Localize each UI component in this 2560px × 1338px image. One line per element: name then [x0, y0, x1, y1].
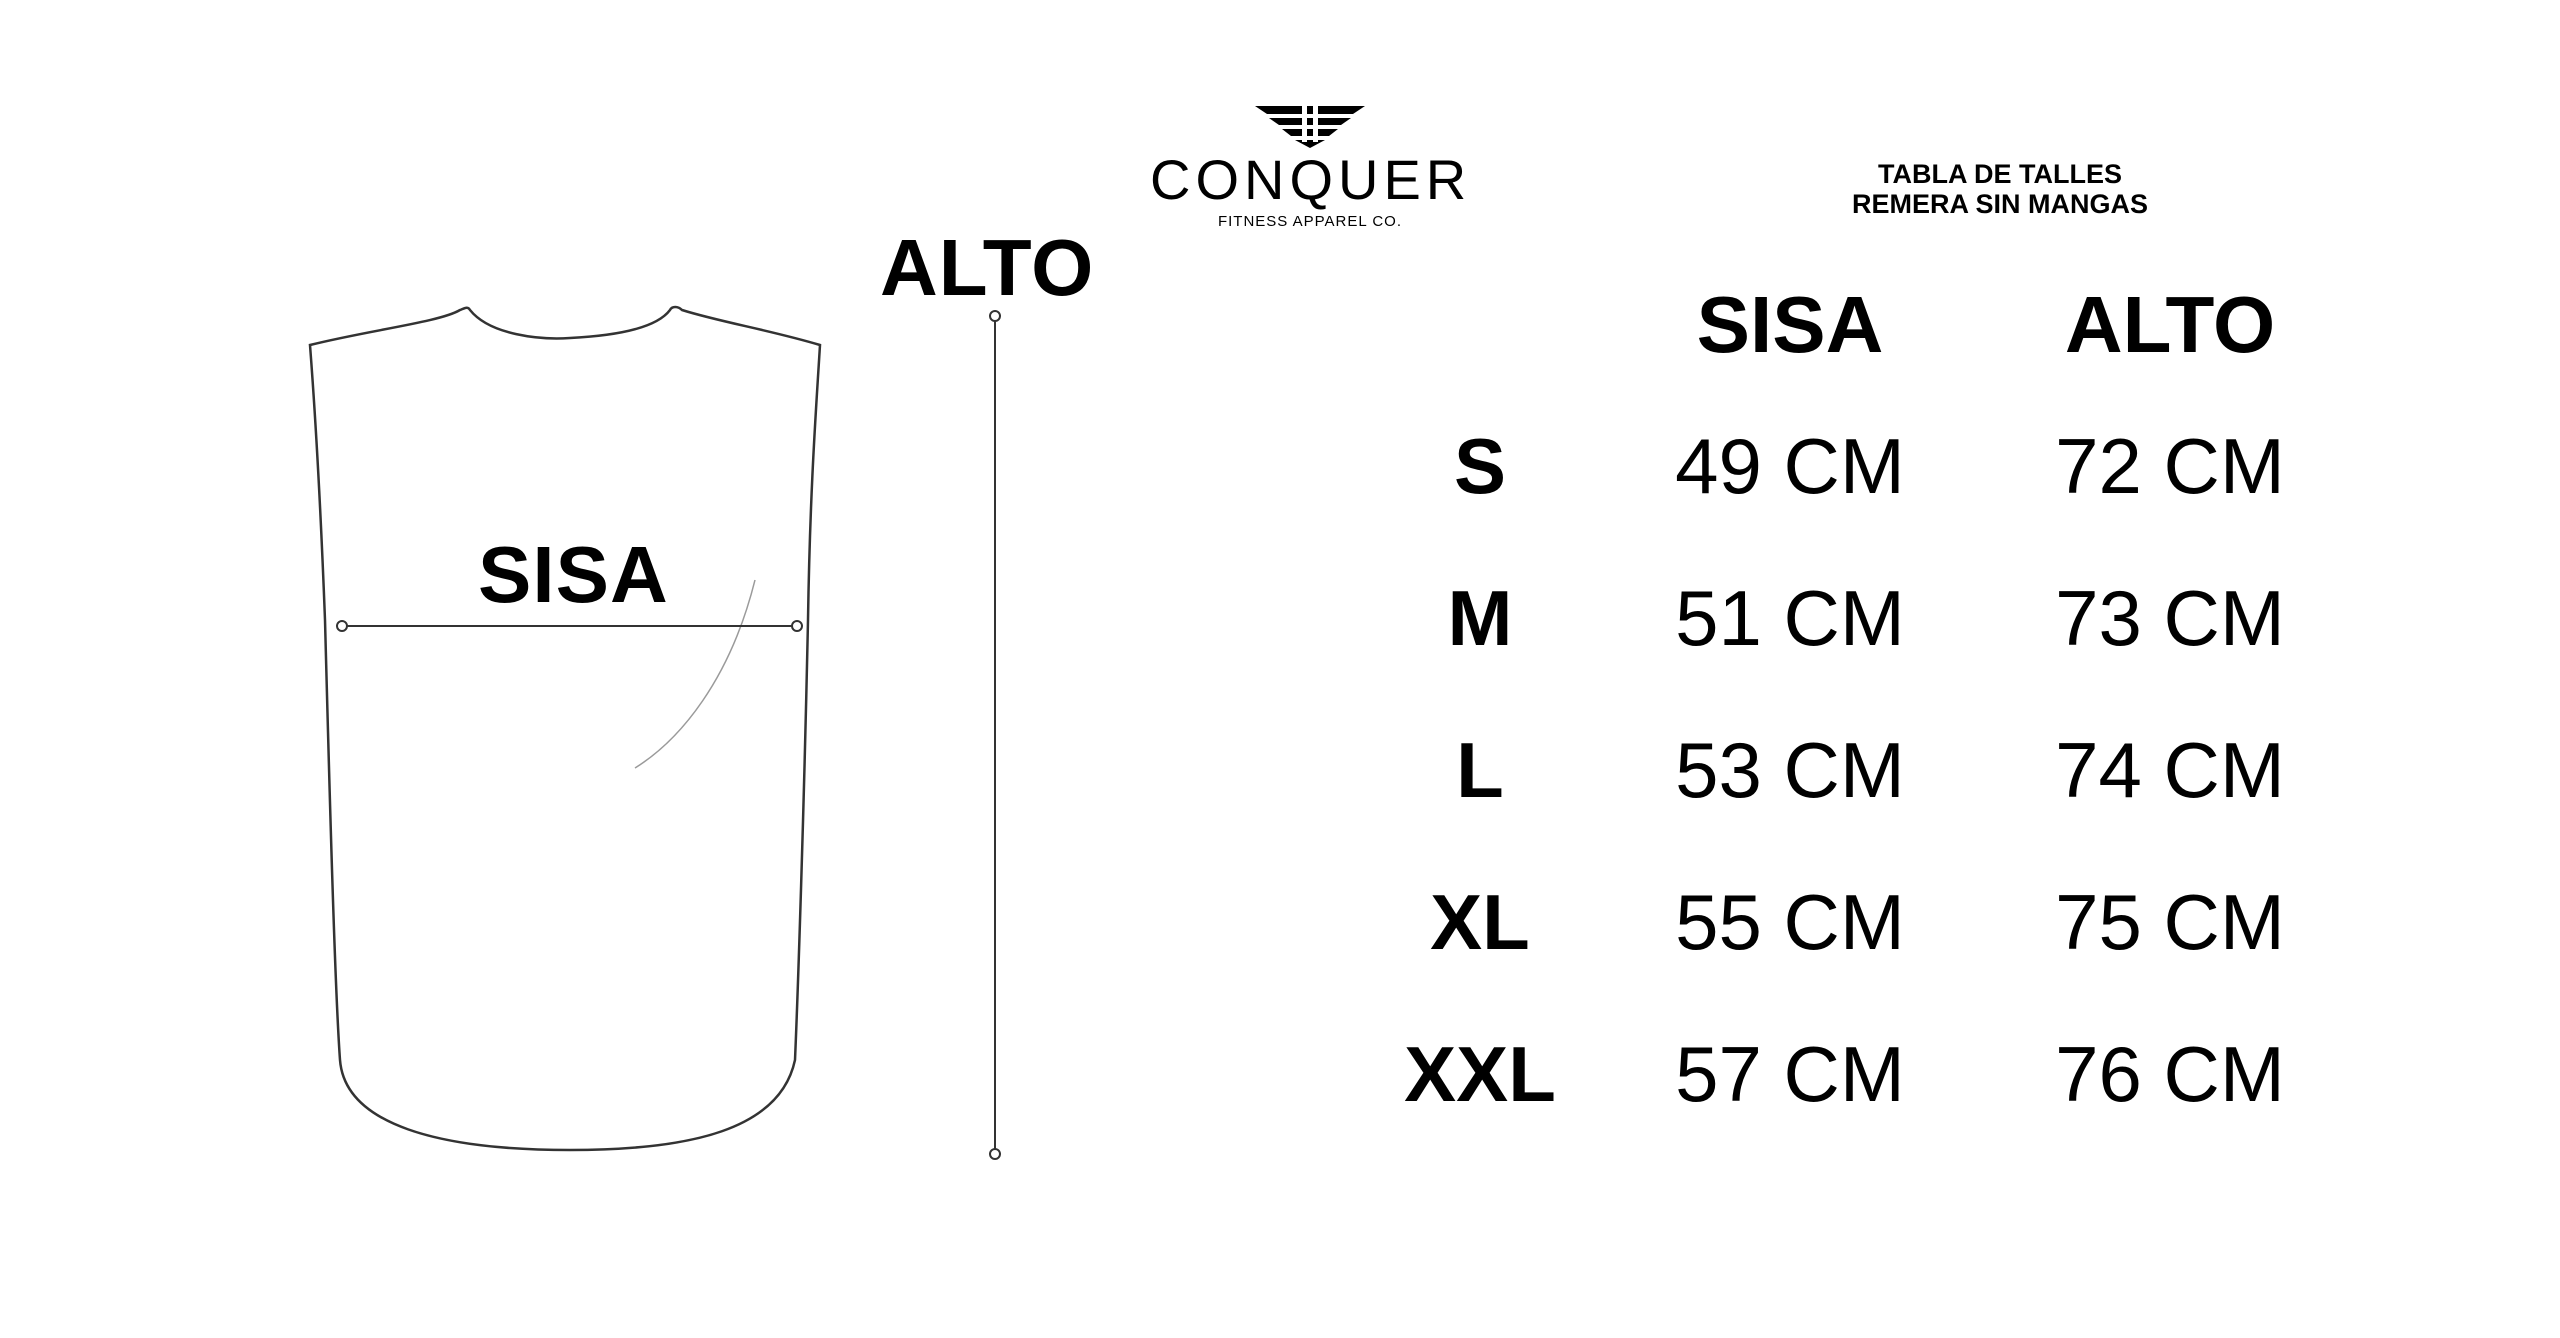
row-sisa-value: 57 CM [1675, 1030, 1905, 1118]
table-header-row: SISA ALTO [1380, 260, 2430, 390]
row-alto-value: 72 CM [2055, 422, 2285, 510]
brand-logo: CONQUER FITNESS APPAREL CO. [1150, 104, 1470, 229]
row-sisa-value: 51 CM [1675, 574, 1905, 662]
winged-chevron-icon [1255, 106, 1365, 148]
table-row: L 53 CM 74 CM [1380, 694, 2430, 846]
row-alto-value: 74 CM [2055, 726, 2285, 814]
brand-subtitle: FITNESS APPAREL CO. [1217, 213, 1403, 230]
column-header-alto: ALTO [2064, 280, 2276, 369]
garment-body-outline [308, 305, 822, 1152]
diagram-alto-label: ALTO [880, 223, 1095, 312]
garment-seam-line [634, 579, 756, 769]
table-row: S 49 CM 72 CM [1380, 390, 2430, 542]
row-sisa-value: 49 CM [1675, 422, 1905, 510]
tank-top-outline [308, 305, 822, 1152]
row-size: XXL [1404, 1030, 1556, 1118]
chart-title-line1: TABLA DE TALLES [1878, 159, 2122, 189]
row-alto-value: 75 CM [2055, 878, 2285, 966]
column-header-sisa: SISA [1696, 280, 1884, 369]
size-table: SISA ALTO S 49 CM 72 CM M 51 CM 73 CM L … [1380, 260, 2430, 1150]
table-row: XXL 57 CM 76 CM [1380, 998, 2430, 1150]
row-alto-value: 76 CM [2055, 1030, 2285, 1118]
row-sisa-value: 55 CM [1675, 878, 1905, 966]
row-size: XL [1430, 878, 1530, 966]
row-size: M [1447, 574, 1513, 662]
alto-measure [989, 310, 1001, 1160]
sisa-measure-start-dot [336, 620, 348, 632]
chart-title: TABLA DE TALLES REMERA SIN MANGAS [1740, 159, 2260, 219]
row-size: S [1453, 422, 1507, 510]
sisa-measure-end-dot [791, 620, 803, 632]
alto-measure-bottom-dot [989, 1148, 1001, 1160]
table-row: M 51 CM 73 CM [1380, 542, 2430, 694]
table-row: XL 55 CM 75 CM [1380, 846, 2430, 998]
diagram-sisa-label: SISA [478, 530, 669, 619]
row-sisa-value: 53 CM [1675, 726, 1905, 814]
chart-title-line2: REMERA SIN MANGAS [1851, 188, 2148, 219]
alto-measure-top-dot [989, 310, 1001, 322]
row-size: L [1456, 726, 1504, 814]
row-alto-value: 73 CM [2055, 574, 2285, 662]
brand-name: CONQUER [1150, 148, 1472, 211]
